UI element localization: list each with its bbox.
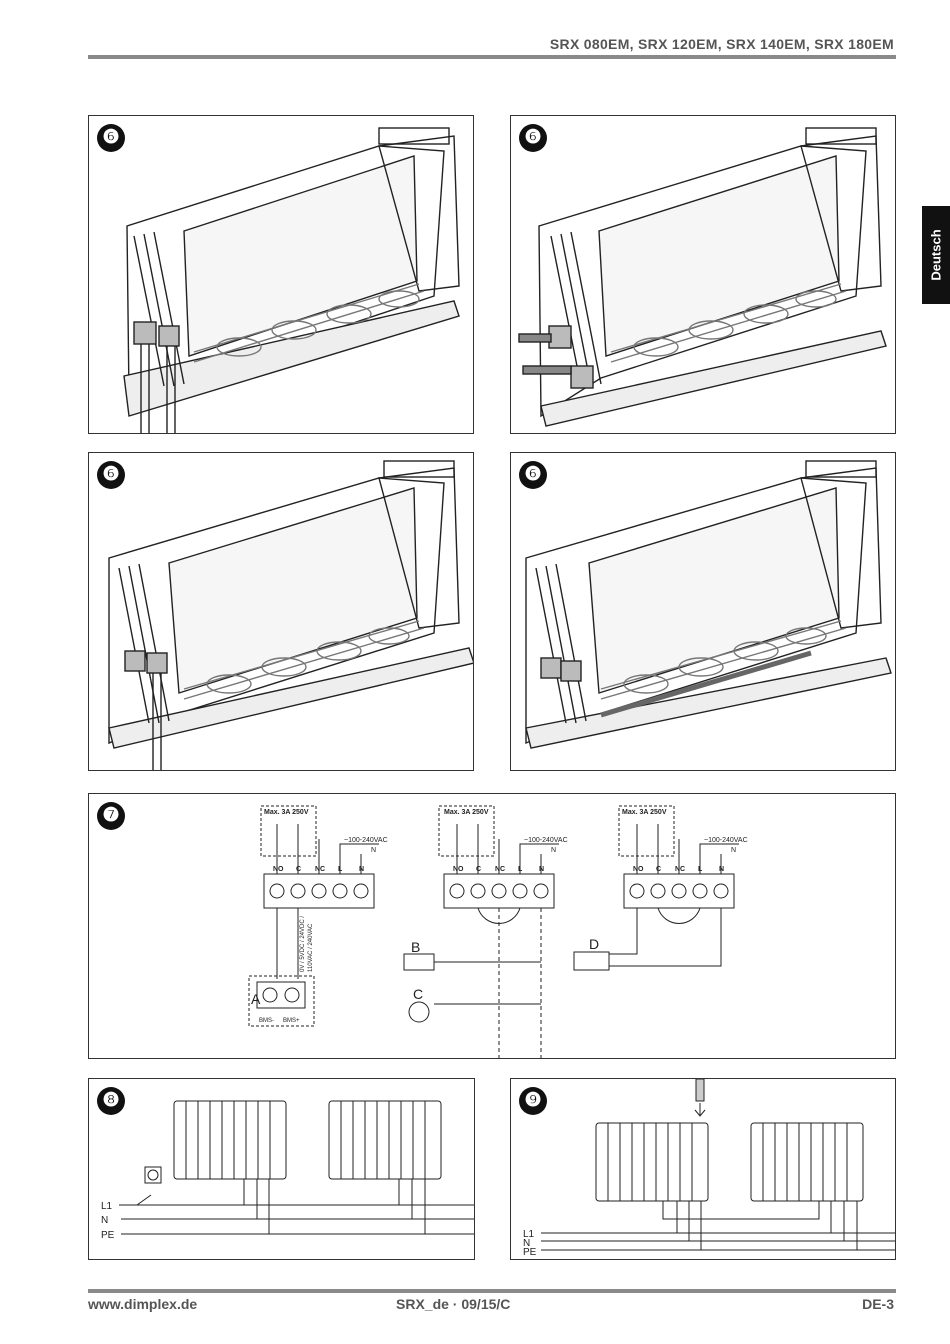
radiator-wiring-diagram: L1 N PE [101,1100,474,1241]
terminal-label: N [359,866,364,873]
n-mark: N [551,847,556,854]
n-mark: N [731,847,736,854]
fan-coil-unit-illustration [123,127,460,433]
figure-number-badge: ❻ [519,124,547,152]
terminal-label: N [539,866,544,873]
component-label-a: A [251,991,261,1007]
figure-7-wiring-panel: ❼ [88,793,896,1059]
figure-6-panel-3: ❻ [88,452,474,771]
fan-coil-unit-illustration [525,460,892,749]
component-label-d: D [589,936,599,952]
relay-rating-label: Max. 3A 250V [444,809,489,816]
fan-coil-unit-illustration [518,127,887,427]
terminal-label: L [698,866,703,873]
terminal-label: L [518,866,523,873]
line-label-l1: L1 [101,1201,113,1212]
terminal-label: NO [633,866,644,873]
bms-minus-label: BMS- [259,1018,274,1024]
language-tab: Deutsch [922,206,950,304]
terminal-label: NC [675,866,685,873]
terminal-label: NC [315,866,325,873]
terminal-label: C [476,866,481,873]
terminal-label: N [719,866,724,873]
figure-number-badge: ❽ [97,1087,125,1115]
document-title: SRX 080EM, SRX 120EM, SRX 140EM, SRX 180… [549,36,894,52]
figure-number-badge: ❻ [97,461,125,489]
supply-label: ~100-240VAC [704,837,748,844]
figure-6-panel-2: ❻ [510,115,896,434]
bms-voltage-label-2: 110VAC / 240VAC [308,923,314,972]
line-label-n: N [523,1238,530,1249]
terminal-label: NC [495,866,505,873]
terminal-label: NO [453,866,464,873]
footer-rule [88,1289,896,1293]
line-label-l1: L1 [523,1229,535,1240]
terminal-label: L [338,866,343,873]
header-rule [88,55,896,59]
relay-rating-label: Max. 3A 250V [622,809,667,816]
bms-voltage-label: 0V / 5VDC / 24VDC / [300,916,306,972]
supply-label: ~100-240VAC [344,837,388,844]
figure-6-panel-1: ❻ [88,115,474,434]
figure-6-panel-4: ❻ [510,452,896,771]
component-label-c: C [413,986,423,1002]
line-label-n: N [101,1215,108,1226]
relay-rating-label: Max. 3A 250V [264,809,309,816]
terminal-label: C [296,866,301,873]
footer-page-number: DE-3 [862,1296,894,1312]
component-label-b: B [411,939,420,955]
fan-coil-unit-illustration [108,460,473,770]
language-tab-label: Deutsch [928,229,944,281]
wiring-diagram: Max. 3A 250V Max. 3A 250V Max. 3A 250V ~… [248,805,748,1058]
line-label-pe: PE [523,1247,537,1258]
figure-8-panel: ❽ L1 N PE [88,1078,475,1260]
figure-number-badge: ❻ [519,461,547,489]
line-label-pe: PE [101,1230,115,1241]
figure-number-badge: ❻ [97,124,125,152]
radiator-wiring-diagram: L1 N PE [523,1079,895,1258]
terminal-label: C [656,866,661,873]
figure-number-badge: ❼ [97,802,125,830]
terminal-label: NO [273,866,284,873]
n-mark: N [371,847,376,854]
footer-doc-code: SRX_de · 09/15/C [396,1296,511,1312]
terminal-labels: NO C NC L N NO C NC L N NO C NC L N [273,866,724,873]
supply-label: ~100-240VAC [524,837,568,844]
figure-9-panel: ❾ L1 N PE [510,1078,896,1260]
footer-website: www.dimplex.de [88,1296,198,1312]
bms-plus-label: BMS+ [283,1018,300,1024]
figure-number-badge: ❾ [519,1087,547,1115]
